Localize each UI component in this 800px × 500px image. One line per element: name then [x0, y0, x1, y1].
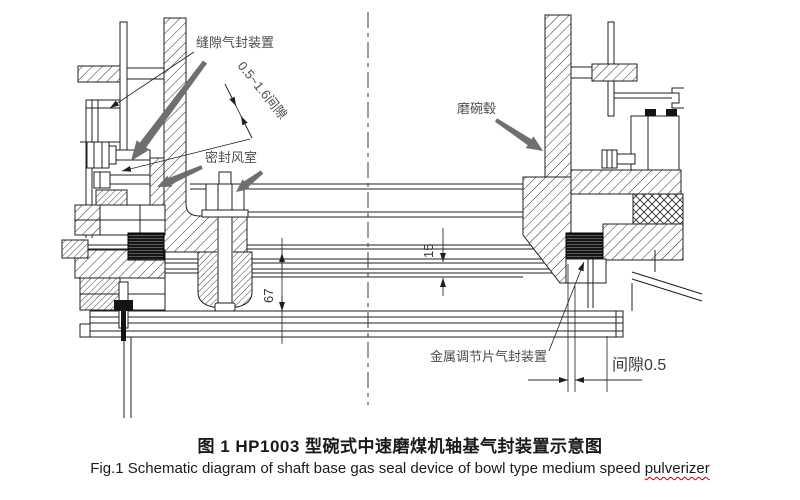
adjuster-box	[630, 115, 680, 171]
label-gap-value: 间隙0.5	[612, 356, 666, 374]
hex-bolt-small	[93, 171, 151, 189]
caption-english: Fig.1 Schematic diagram of shaft base ga…	[0, 460, 800, 477]
label-seal-air-chamber: 密封风室	[205, 150, 257, 165]
dim-gap-05	[528, 264, 642, 392]
labyrinth-seal-left	[127, 232, 165, 261]
adjusting-seal-block	[632, 193, 684, 225]
leader-lines	[109, 51, 585, 352]
base-plate	[79, 310, 624, 418]
hex-bolt	[601, 149, 618, 169]
label-gap-seal-device: 缝隙气封装置	[196, 35, 274, 50]
bowl-hub-right	[522, 14, 684, 284]
arrow-seal-chamber-left	[157, 165, 203, 187]
figure-caption: 图 1 HP1003 型碗式中速磨煤机轴基气封装置示意图 Fig.1 Schem…	[0, 432, 800, 477]
bolt-head	[645, 109, 656, 116]
label-bowl-hub: 磨碗毂	[457, 101, 496, 116]
pulverizer-seal-diagram: 缝隙气封装置 0.5~1.6间隙 密封风室 磨碗毂 金属调节片气封装置 间隙0.…	[61, 12, 703, 418]
arrow-gap-seal	[131, 60, 207, 161]
hold-down-bolt	[201, 171, 249, 312]
right-housing	[565, 21, 703, 311]
arrow-seal-chamber-right	[236, 170, 264, 192]
left-housing	[61, 21, 166, 341]
anchor-bolt	[114, 281, 133, 341]
gland	[95, 189, 128, 206]
callout-arrows	[131, 60, 543, 192]
caption-english-spellcheck-word: pulverizer	[644, 460, 710, 477]
label-gap-range: 0.5~1.6间隙	[235, 58, 291, 122]
arrow-bowl-hub	[494, 118, 543, 151]
seal-housing-plate	[119, 21, 128, 153]
bolt-head	[666, 109, 677, 116]
dim-text-67: 67	[261, 289, 276, 303]
dim-gap-range	[224, 83, 253, 139]
caption-chinese: 图 1 HP1003 型碗式中速磨煤机轴基气封装置示意图	[197, 437, 603, 456]
retainer-clip	[671, 87, 684, 109]
dim-text-15: 15	[421, 244, 436, 258]
caption-english-main: Fig.1 Schematic diagram of shaft base ga…	[90, 460, 645, 477]
support-bracket	[631, 250, 703, 311]
label-metal-strip-seal: 金属调节片气封装置	[430, 349, 547, 364]
labyrinth-seal-right	[565, 232, 604, 260]
